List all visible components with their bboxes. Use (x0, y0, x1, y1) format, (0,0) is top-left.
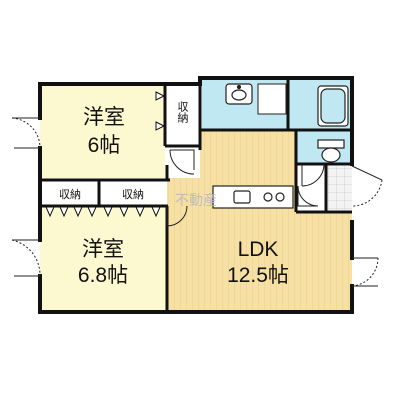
closet-b2-label: 収納 (122, 188, 144, 201)
ldk-name: LDK (238, 238, 279, 261)
western-room-b-floor (40, 207, 167, 311)
closet-b1-fill (42, 181, 98, 206)
room-b-size: 6.8帖 (78, 264, 128, 287)
watermark: 不動産 (175, 193, 217, 209)
washing-machine-space (257, 83, 287, 115)
closet-top-label: 収納 (176, 101, 189, 124)
closet-top-fill (167, 88, 198, 142)
outer-walls (38, 76, 354, 314)
ldk-size: 12.5帖 (227, 264, 289, 287)
toilet-fixture (317, 139, 345, 163)
closet-b2-fill (101, 181, 165, 206)
room-a-size: 6帖 (88, 134, 121, 157)
kitchen-counter (212, 185, 294, 209)
bathtub (317, 85, 349, 127)
closet-b1-label: 収納 (59, 188, 81, 201)
wash-basin (225, 83, 253, 105)
western-room-a-floor (40, 85, 165, 178)
closet-door-marks (45, 91, 166, 218)
room-a-name: 洋室 (83, 106, 125, 129)
ldk-floor (167, 129, 352, 311)
room-b-name: 洋室 (82, 238, 124, 261)
entrance-tile (327, 166, 352, 210)
door-swings (11, 117, 383, 287)
